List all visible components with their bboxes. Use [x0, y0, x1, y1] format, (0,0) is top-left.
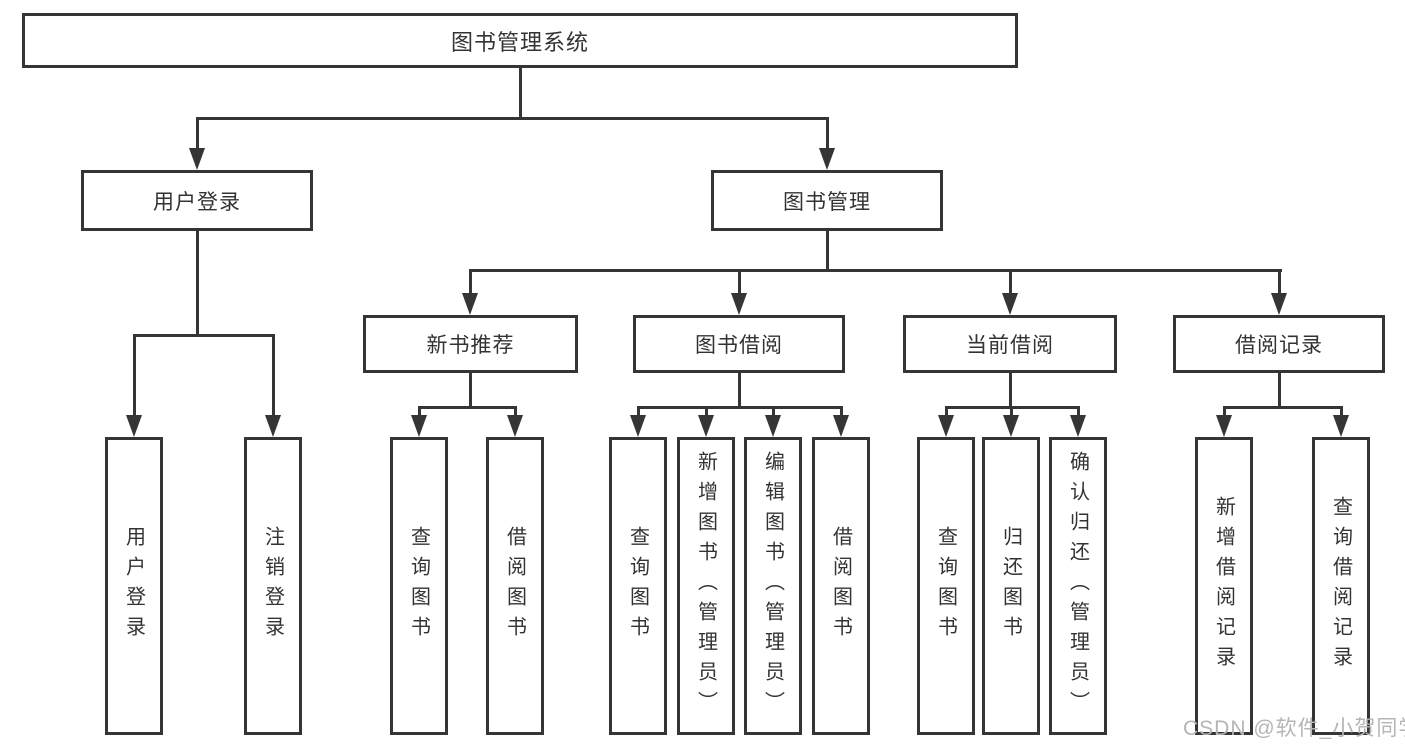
- node-label: 确认归还（管理员）: [1066, 451, 1089, 721]
- connector-drop-book-borrowing: [738, 269, 741, 297]
- node-label: 注销登录: [261, 526, 284, 646]
- arrow-down-icon: [189, 148, 205, 170]
- connector-borrowing-records-hline: [1223, 406, 1343, 409]
- arrow-down-icon: [630, 415, 646, 437]
- node-label: 借阅图书: [829, 526, 852, 646]
- connector-drop-new-book-recommend: [469, 269, 472, 297]
- node-label: 编辑图书（管理员）: [761, 451, 784, 721]
- connector-drop-leaf: [840, 406, 843, 418]
- connector-book-borrowing-stem: [738, 373, 741, 408]
- arrow-down-icon: [1333, 415, 1349, 437]
- connector-drop-book-management: [826, 117, 829, 151]
- arrow-down-icon: [126, 415, 142, 437]
- connector-drop-user-login-leaf: [133, 334, 136, 418]
- connector-drop-leaf: [945, 406, 948, 418]
- node-root: 图书管理系统: [22, 13, 1018, 68]
- arrow-down-icon: [698, 415, 714, 437]
- node-label: 查询图书: [934, 526, 957, 646]
- connector-drop-leaf: [637, 406, 640, 418]
- node-label: 查询借阅记录: [1329, 496, 1352, 676]
- connector-borrowing-records-stem: [1278, 373, 1281, 408]
- node-label: 借阅图书: [503, 526, 526, 646]
- connector-book-borrowing-hline: [637, 406, 843, 409]
- connector-level1-hline: [196, 117, 829, 120]
- arrow-down-icon: [1003, 415, 1019, 437]
- connector-drop-leaf: [1010, 406, 1013, 418]
- connector-drop-user-login: [196, 117, 199, 151]
- node-current-borrowing: 当前借阅: [903, 315, 1117, 373]
- arrow-down-icon: [462, 293, 478, 315]
- node-query-books-current: 查询图书: [917, 437, 975, 735]
- connector-current-borrowing-stem: [1009, 373, 1012, 408]
- connector-drop-leaf: [1077, 406, 1080, 418]
- connector-level2-hline: [469, 269, 1282, 272]
- arrow-down-icon: [765, 415, 781, 437]
- connector-new-book-hline: [418, 406, 517, 409]
- connector-drop-current-borrowing: [1009, 269, 1012, 297]
- node-return-books: 归还图书: [982, 437, 1040, 735]
- node-query-borrow-record: 查询借阅记录: [1312, 437, 1370, 735]
- arrow-down-icon: [938, 415, 954, 437]
- node-logout: 注销登录: [244, 437, 302, 735]
- node-label: 查询图书: [626, 526, 649, 646]
- connector-drop-borrowing-records: [1278, 269, 1281, 297]
- node-borrowing-records: 借阅记录: [1173, 315, 1385, 373]
- node-borrow-books-borrowing: 借阅图书: [812, 437, 870, 735]
- node-confirm-return-admin: 确认归还（管理员）: [1049, 437, 1107, 735]
- node-borrow-books-recommend: 借阅图书: [486, 437, 544, 735]
- connector-drop-leaf: [1340, 406, 1343, 418]
- arrow-down-icon: [265, 415, 281, 437]
- node-book-borrowing: 图书借阅: [633, 315, 845, 373]
- arrow-down-icon: [1070, 415, 1086, 437]
- arrow-down-icon: [1002, 293, 1018, 315]
- node-new-book-recommend: 新书推荐: [363, 315, 578, 373]
- arrow-down-icon: [1216, 415, 1232, 437]
- node-book-management: 图书管理: [711, 170, 943, 231]
- node-label: 查询图书: [407, 526, 430, 646]
- node-query-books-borrowing: 查询图书: [609, 437, 667, 735]
- node-edit-books-admin: 编辑图书（管理员）: [744, 437, 802, 735]
- connector-new-book-stem: [469, 373, 472, 408]
- connector-drop-leaf: [1223, 406, 1226, 418]
- node-label: 归还图书: [999, 526, 1022, 646]
- arrow-down-icon: [819, 148, 835, 170]
- watermark: CSDN @软件_小贺同学: [1183, 717, 1405, 740]
- node-label: 新增借阅记录: [1212, 496, 1235, 676]
- arrow-down-icon: [507, 415, 523, 437]
- node-label: 新增图书（管理员）: [694, 451, 717, 721]
- connector-drop-logout: [272, 334, 275, 418]
- connector-drop-leaf: [772, 406, 775, 418]
- connector-user-login-hline: [133, 334, 275, 337]
- arrow-down-icon: [411, 415, 427, 437]
- node-label: 用户登录: [122, 526, 145, 646]
- connector-user-login-stem: [196, 231, 199, 336]
- connector-drop-leaf: [514, 406, 517, 418]
- node-query-books-recommend: 查询图书: [390, 437, 448, 735]
- connector-drop-leaf: [418, 406, 421, 418]
- arrow-down-icon: [1271, 293, 1287, 315]
- node-user-login: 用户登录: [81, 170, 313, 231]
- connector-root-stem: [519, 68, 522, 118]
- node-add-borrow-record: 新增借阅记录: [1195, 437, 1253, 735]
- connector-book-management-stem: [826, 231, 829, 271]
- arrow-down-icon: [833, 415, 849, 437]
- node-add-books-admin: 新增图书（管理员）: [677, 437, 735, 735]
- arrow-down-icon: [731, 293, 747, 315]
- connector-drop-leaf: [705, 406, 708, 418]
- node-user-login-leaf: 用户登录: [105, 437, 163, 735]
